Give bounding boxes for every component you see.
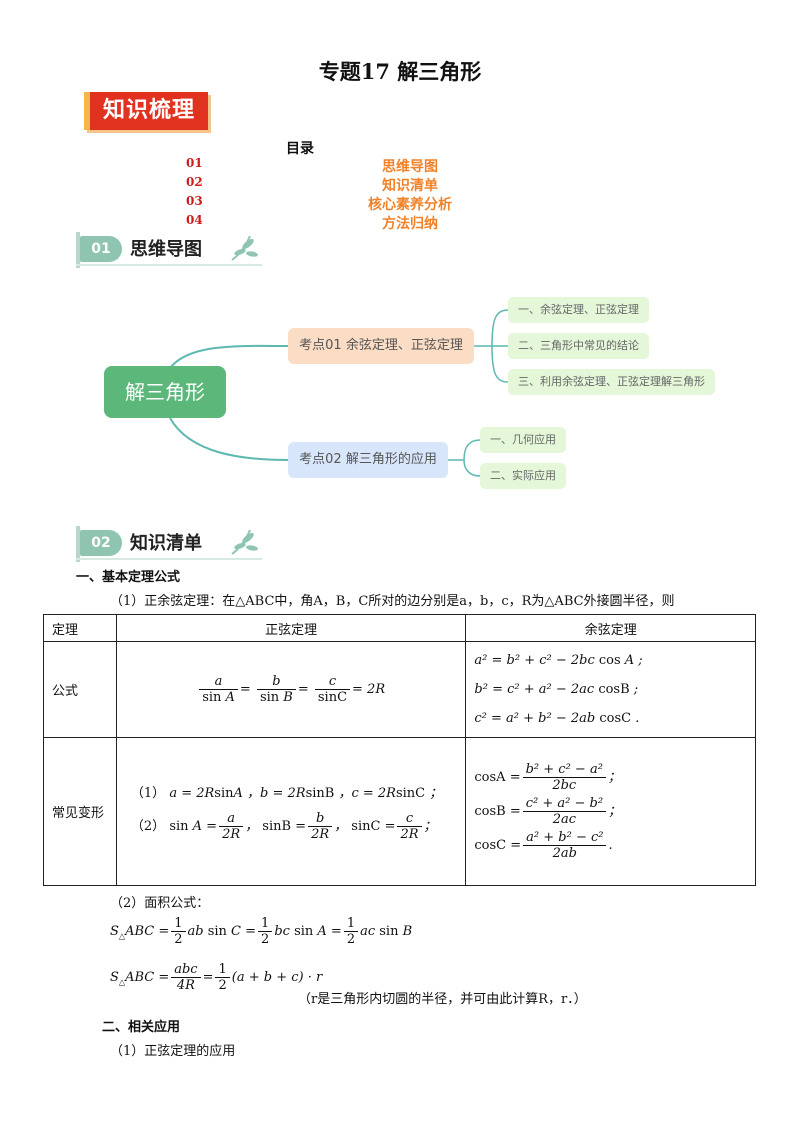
page-title: 专题17 解三角形 — [318, 59, 482, 84]
paragraph: （2）面积公式： — [110, 896, 210, 911]
table-header: 正弦定理 — [115, 614, 467, 642]
toc-link[interactable]: 核心素养分析 — [368, 197, 452, 213]
section-label: 知识清单 — [130, 533, 202, 554]
toc-num: 04 — [186, 213, 203, 227]
mindmap-leaf: 一、余弦定理、正弦定理 — [508, 297, 649, 323]
section-number: 02 — [80, 530, 122, 556]
mindmap-leaf: 三、利用余弦定理、正弦定理解三角形 — [508, 369, 715, 395]
table-header: 余弦定理 — [465, 614, 756, 642]
leaf-icon — [231, 529, 258, 555]
mind-map-connectors — [169, 309, 509, 477]
area-note: （r是三角形内切圆的半径，并可由此计算R，r．） — [298, 992, 587, 1007]
table-header: 定理 — [43, 614, 117, 642]
paragraph: （1）正弦定理的应用 — [110, 1044, 236, 1059]
toc-num: 02 — [186, 175, 203, 189]
sine-law-variants: （1） a = 2RsinA ，b = 2RsinB ，c = 2RsinC ；… — [115, 737, 467, 886]
mindmap-leaf: 一、几何应用 — [480, 427, 566, 453]
mindmap-topic-2: 考点02 解三角形的应用 — [288, 442, 448, 478]
mind-map: 解三角形 考点01 余弦定理、正弦定理 考点02 解三角形的应用 一、余弦定理、… — [100, 288, 740, 498]
toc-heading: 目录 — [286, 141, 314, 157]
row-label: 常见变形 — [43, 737, 117, 886]
mindmap-topic-1: 考点01 余弦定理、正弦定理 — [288, 328, 474, 364]
toc-num: 01 — [186, 156, 203, 170]
toc-num: 03 — [186, 194, 203, 208]
leaf-icon — [231, 235, 258, 261]
toc-link[interactable]: 思维导图 — [382, 159, 438, 175]
row-label: 公式 — [43, 641, 117, 738]
toc-link[interactable]: 知识清单 — [382, 178, 438, 194]
section-label: 思维导图 — [130, 239, 202, 260]
mindmap-leaf: 二、三角形中常见的结论 — [508, 333, 649, 359]
cosine-law-formula: a² = b² + c² − 2bc cos A ; b² = c² + a² … — [465, 641, 756, 738]
heading-applications: 二、相关应用 — [102, 1020, 181, 1035]
mindmap-root: 解三角形 — [104, 366, 226, 418]
heading-basic-formulas: 一、基本定理公式 — [76, 570, 181, 585]
section-banner: 知识梳理 — [84, 92, 208, 130]
toc-link[interactable]: 方法归纳 — [382, 216, 438, 232]
paragraph: （1）正余弦定理：在△ABC中，角A，B，C所对的边分别是a，b，c，R为△AB… — [110, 594, 675, 609]
mindmap-leaf: 二、实际应用 — [480, 463, 566, 489]
section-number: 01 — [80, 236, 122, 262]
